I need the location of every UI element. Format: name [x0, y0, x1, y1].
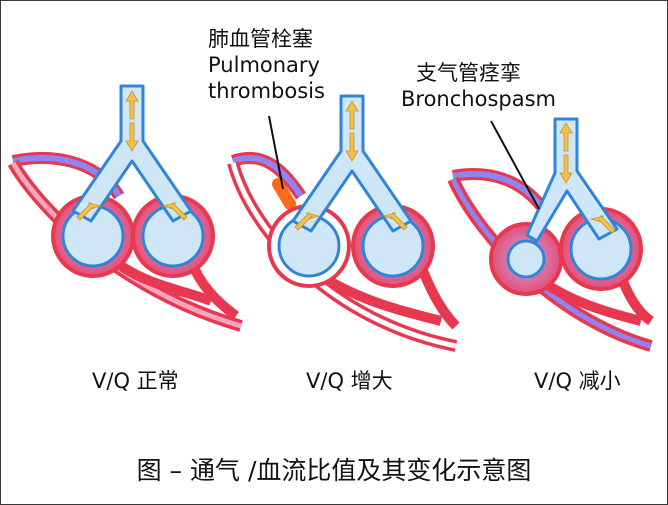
- panel-increased: [227, 94, 460, 352]
- annotation-bronchospasm-zh: 支气管痉挛: [416, 61, 521, 85]
- vq-diagram: [7, 84, 655, 352]
- annotation-thrombosis-en-2: thrombosis: [208, 79, 325, 103]
- panel-normal: [7, 84, 243, 332]
- airway: [291, 94, 413, 233]
- airflow-arrows: [76, 90, 188, 221]
- airway: [71, 84, 193, 223]
- pointer-line: [268, 115, 284, 190]
- label-vq-increased: V/Q 增大: [306, 369, 393, 393]
- pointer-line: [490, 120, 540, 210]
- thrombus: [272, 178, 296, 210]
- annotation-thrombosis-zh: 肺血管栓塞: [208, 27, 313, 51]
- label-vq-normal: V/Q 正常: [92, 369, 179, 393]
- label-vq-decreased: V/Q 减小: [534, 369, 621, 393]
- panel-decreased: [447, 117, 655, 352]
- figure-caption: 图 – 通气 /血流比值及其变化示意图: [136, 456, 532, 485]
- airway: [525, 117, 619, 243]
- alveolus-left-small: [506, 239, 546, 279]
- annotation-bronchospasm-en: Bronchospasm: [401, 87, 556, 111]
- airflow-arrows: [294, 100, 408, 231]
- airflow-arrows: [559, 122, 616, 234]
- annotation-thrombosis-en-1: Pulmonary: [208, 53, 320, 77]
